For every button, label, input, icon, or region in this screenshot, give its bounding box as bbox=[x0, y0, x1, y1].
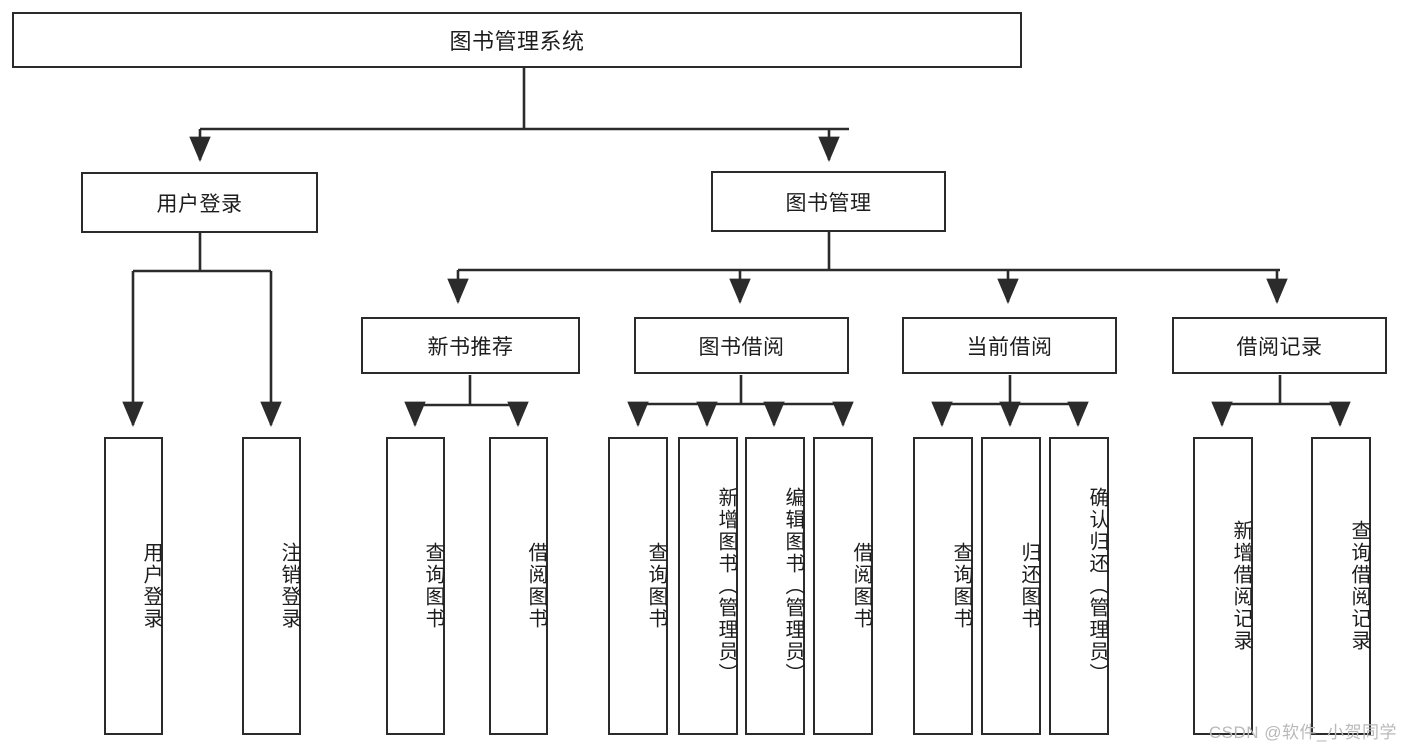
node-leaf-query-book-2[interactable]: 查询图书 bbox=[608, 437, 668, 735]
node-leaf-borrow-book-2[interactable]: 借阅图书 bbox=[813, 437, 873, 735]
node-leaf-user-login-label: 用户登录 bbox=[140, 542, 162, 630]
node-leaf-add-borrow-record[interactable]: 新增借阅记录 bbox=[1193, 437, 1253, 735]
node-leaf-borrow-book-1[interactable]: 借阅图书 bbox=[489, 437, 548, 735]
node-borrow-record[interactable]: 借阅记录 bbox=[1172, 317, 1387, 374]
node-book-manage[interactable]: 图书管理 bbox=[711, 171, 946, 232]
node-leaf-confirm-return-label: 确认归还（管理员） bbox=[1086, 487, 1108, 685]
node-leaf-query-book-2-label: 查询图书 bbox=[645, 542, 667, 630]
node-leaf-user-login[interactable]: 用户登录 bbox=[104, 437, 163, 735]
node-leaf-return-book[interactable]: 归还图书 bbox=[981, 437, 1041, 735]
node-leaf-query-book-3-label: 查询图书 bbox=[950, 542, 972, 630]
node-leaf-add-book[interactable]: 新增图书（管理员） bbox=[678, 437, 738, 735]
node-leaf-logout-login-label: 注销登录 bbox=[278, 542, 300, 630]
node-current-borrow[interactable]: 当前借阅 bbox=[902, 317, 1117, 374]
node-leaf-query-book-3[interactable]: 查询图书 bbox=[913, 437, 973, 735]
node-leaf-borrow-book-1-label: 借阅图书 bbox=[525, 542, 547, 630]
node-leaf-logout-login[interactable]: 注销登录 bbox=[242, 437, 301, 735]
node-leaf-add-book-label: 新增图书（管理员） bbox=[715, 487, 737, 685]
node-leaf-query-book-1-label: 查询图书 bbox=[422, 542, 444, 630]
node-new-book-recommend[interactable]: 新书推荐 bbox=[361, 317, 580, 374]
node-root-system[interactable]: 图书管理系统 bbox=[12, 12, 1022, 68]
node-leaf-borrow-book-2-label: 借阅图书 bbox=[850, 542, 872, 630]
node-leaf-query-borrow-record[interactable]: 查询借阅记录 bbox=[1311, 437, 1371, 735]
node-leaf-edit-book-label: 编辑图书（管理员） bbox=[782, 487, 804, 685]
node-leaf-query-book-1[interactable]: 查询图书 bbox=[386, 437, 445, 735]
node-book-borrow[interactable]: 图书借阅 bbox=[634, 317, 849, 374]
node-user-login[interactable]: 用户登录 bbox=[81, 172, 318, 233]
node-leaf-add-borrow-record-label: 新增借阅记录 bbox=[1230, 520, 1252, 652]
node-leaf-edit-book[interactable]: 编辑图书（管理员） bbox=[745, 437, 805, 735]
node-leaf-confirm-return[interactable]: 确认归还（管理员） bbox=[1049, 437, 1109, 735]
watermark-text: CSDN @软件_小贺同学 bbox=[1208, 723, 1397, 742]
node-leaf-query-borrow-record-label: 查询借阅记录 bbox=[1348, 520, 1370, 652]
node-leaf-return-book-label: 归还图书 bbox=[1018, 542, 1040, 630]
